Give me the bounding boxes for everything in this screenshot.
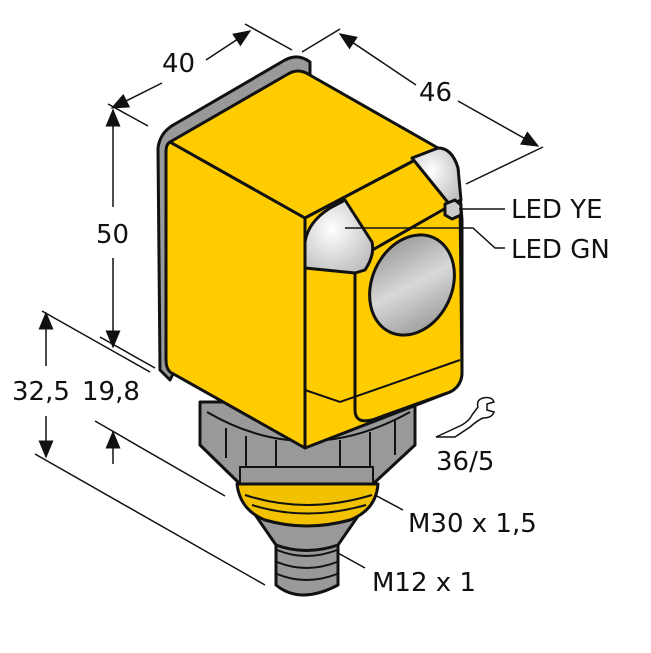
dimension-50: 50 bbox=[96, 108, 156, 369]
led-ye-label: LED YE bbox=[511, 195, 603, 225]
dim-width-label: 40 bbox=[162, 49, 195, 79]
led-gn-label: LED GN bbox=[511, 235, 610, 265]
dimension-46: 46 bbox=[301, 28, 544, 185]
led-ye-window bbox=[410, 146, 463, 221]
m12-thread-label: M12 x 1 bbox=[372, 568, 476, 598]
dimension-40: 40 bbox=[107, 23, 293, 127]
dimension-32-5: 32,5 bbox=[12, 310, 266, 586]
led-gn bbox=[303, 198, 375, 275]
wrench-icon bbox=[435, 396, 495, 438]
dim-thread-label: 19,8 bbox=[82, 377, 140, 407]
m30-thread-label: M30 x 1,5 bbox=[408, 509, 537, 539]
lens bbox=[368, 233, 456, 337]
wrench-size-label: 36/5 bbox=[436, 447, 494, 477]
dim-depth-label: 46 bbox=[419, 78, 452, 108]
m30-thread bbox=[235, 482, 380, 528]
dimension-19-8: 19,8 bbox=[82, 377, 226, 497]
dim-total-label: 32,5 bbox=[12, 377, 70, 407]
dim-height-label: 50 bbox=[96, 220, 129, 250]
